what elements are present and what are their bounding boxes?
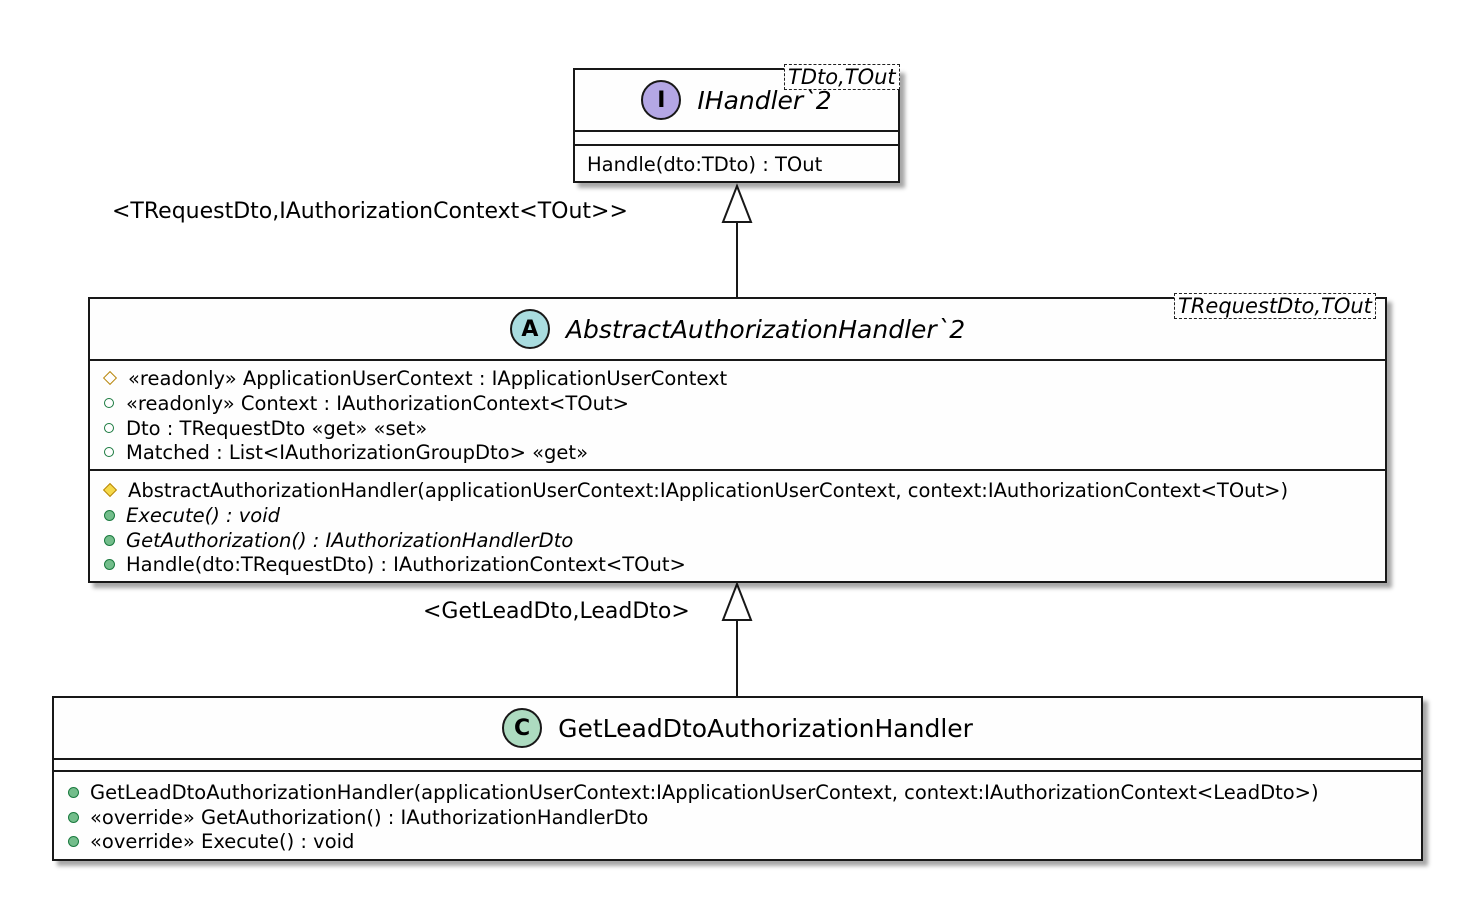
concrete-class-name: GetLeadDtoAuthorizationHandler (558, 713, 973, 743)
abstract-stereotype-icon: A (509, 309, 550, 349)
interface-ihandler-box[interactable]: I IHandler`2 Handle(dto:TDto) : TOut (573, 68, 900, 183)
field-row: Dto : TRequestDto «get» «set» (102, 416, 427, 440)
public-method-icon (68, 835, 79, 847)
abstract-type-params: TRequestDto,TOut (1174, 293, 1376, 319)
concrete-class-box[interactable]: C GetLeadDtoAuthorizationHandler GetLead… (52, 696, 1423, 861)
public-method-icon (104, 509, 115, 521)
method-row: GetAuthorization() : IAuthorizationHandl… (102, 528, 573, 552)
class-stereotype-icon: C (502, 708, 543, 748)
method-row: «override» Execute() : void (66, 829, 354, 853)
public-method-icon (104, 534, 115, 546)
method-row: Handle(dto:TRequestDto) : IAuthorization… (102, 552, 686, 576)
method-row: Execute() : void (102, 503, 280, 527)
public-field-icon (104, 447, 114, 457)
public-field-icon (104, 398, 114, 408)
field-row: «readonly» Context : IAuthorizationConte… (102, 391, 629, 415)
field-row: «readonly» ApplicationUserContext : IApp… (102, 366, 727, 390)
relation-label-top: <TRequestDto,IAuthorizationContext<TOut>… (112, 199, 628, 224)
abstract-class-box[interactable]: A AbstractAuthorizationHandler`2 «readon… (88, 297, 1387, 583)
public-method-icon (68, 811, 79, 823)
public-method-icon (104, 558, 115, 570)
interface-type-params: TDto,TOut (784, 64, 900, 90)
generalization-arrowhead-bottom (721, 581, 753, 621)
public-field-icon (104, 423, 114, 433)
protected-field-icon (102, 370, 118, 386)
protected-method-icon (102, 482, 118, 498)
abstract-class-name: AbstractAuthorizationHandler`2 (565, 314, 966, 344)
method-row: AbstractAuthorizationHandler(application… (102, 478, 1288, 502)
method-row: GetLeadDtoAuthorizationHandler(applicati… (66, 780, 1319, 804)
generalization-arrowhead-top (721, 183, 753, 223)
relation-label-bottom: <GetLeadDto,LeadDto> (423, 599, 690, 624)
field-row: Matched : List<IAuthorizationGroupDto> «… (102, 440, 588, 464)
public-method-icon (68, 786, 79, 798)
interface-stereotype-icon: I (641, 80, 682, 120)
interface-name: IHandler`2 (697, 85, 832, 115)
method-row: «override» GetAuthorization() : IAuthori… (66, 805, 648, 829)
interface-method: Handle(dto:TDto) : TOut (587, 152, 823, 176)
